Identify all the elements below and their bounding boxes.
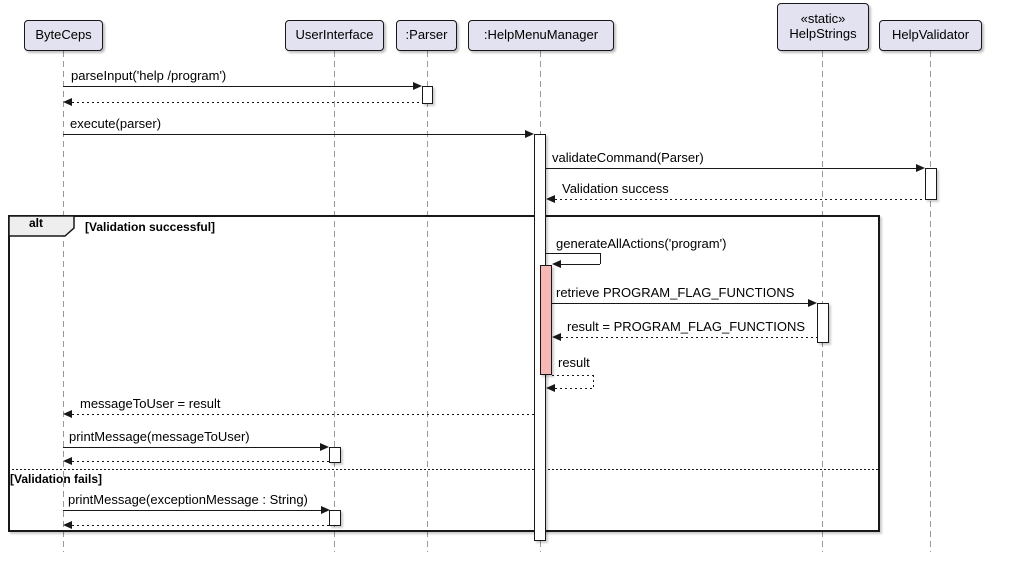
- message-line-result-assign: [561, 337, 817, 338]
- self-message-line: [555, 388, 593, 389]
- arrowhead-icon: [413, 82, 422, 90]
- arrowhead-icon: [916, 164, 925, 172]
- arrowhead-icon: [808, 299, 817, 307]
- lifeline-helpvalidator: [930, 51, 931, 552]
- message-label-printmessage-1: printMessage(messageToUser): [69, 429, 250, 444]
- alt-divider: [8, 469, 880, 470]
- activation-helpstrings: [817, 303, 829, 343]
- message-line-return-parser: [72, 102, 422, 103]
- participant-label: UserInterface: [295, 27, 374, 43]
- message-label-printmessage-2: printMessage(exceptionMessage : String): [68, 492, 308, 507]
- arrowhead-icon: [63, 98, 72, 106]
- participant-label: HelpStrings: [789, 26, 857, 41]
- participant-label: :Parser: [405, 27, 448, 43]
- lifeline-userinterface: [334, 51, 335, 552]
- participant-parser: :Parser: [396, 20, 457, 51]
- message-label-execute: execute(parser): [70, 116, 162, 131]
- message-line-printmessage-2: [63, 510, 321, 511]
- message-label-result-assign: result = PROGRAM_FLAG_FUNCTIONS: [567, 319, 806, 334]
- participant-label: :HelpMenuManager: [483, 27, 599, 43]
- activation-helpmenumanager-nested: [540, 265, 552, 375]
- arrowhead-icon: [552, 260, 561, 268]
- participant-byteceps: ByteCeps: [24, 20, 103, 51]
- message-label-validatecommand: validateCommand(Parser): [552, 150, 704, 165]
- arrowhead-icon: [63, 410, 72, 418]
- alt-guard-success: [Validation successful]: [85, 220, 216, 234]
- message-line-messagetouser: [72, 414, 534, 415]
- message-label-result: result: [558, 355, 590, 370]
- arrowhead-icon: [546, 384, 555, 392]
- lifeline-byteceps: [63, 51, 64, 552]
- message-line-validatecommand: [546, 168, 916, 169]
- alt-operator-pentagon: [8, 215, 75, 237]
- arrowhead-icon: [525, 130, 534, 138]
- message-label-validation-success: Validation success: [562, 181, 669, 196]
- alt-fragment: [8, 215, 880, 532]
- participant-userinterface: UserInterface: [285, 20, 384, 51]
- activation-userinterface-2: [329, 510, 341, 526]
- message-line-return-ui-2: [72, 525, 330, 526]
- participant-label: ByteCeps: [35, 27, 92, 43]
- message-line-printmessage-1: [63, 447, 320, 448]
- participant-helpmenumanager: :HelpMenuManager: [468, 20, 614, 51]
- participant-helpvalidator: HelpValidator: [879, 20, 982, 51]
- arrowhead-icon: [320, 443, 329, 451]
- self-message-line: [561, 264, 600, 265]
- message-line-parseinput: [63, 86, 413, 87]
- lifeline-helpstrings: [822, 51, 823, 552]
- participant-label: HelpValidator: [891, 27, 970, 43]
- self-message-line: [546, 253, 600, 254]
- message-line-validation-success: [555, 199, 925, 200]
- self-message-line: [600, 253, 601, 264]
- message-label-messagetouser: messageToUser = result: [80, 396, 221, 411]
- arrowhead-icon: [321, 506, 330, 514]
- message-label-parseinput: parseInput('help /program'): [71, 68, 227, 83]
- message-line-retrieve: [552, 303, 808, 304]
- arrowhead-icon: [552, 333, 561, 341]
- message-line-execute: [63, 134, 525, 135]
- message-label-generateallactions: generateAllActions('program'): [556, 236, 727, 251]
- participant-helpstrings: «static» HelpStrings: [777, 3, 869, 51]
- activation-helpvalidator: [925, 168, 937, 200]
- self-message-line: [552, 375, 593, 376]
- alt-operator-label: alt: [28, 216, 43, 230]
- self-message-line: [593, 375, 594, 388]
- participant-stereotype: «static»: [800, 11, 846, 27]
- activation-parser: [422, 86, 433, 104]
- arrowhead-icon: [546, 195, 555, 203]
- message-label-retrieve: retrieve PROGRAM_FLAG_FUNCTIONS: [556, 285, 795, 300]
- lifeline-parser: [427, 51, 428, 552]
- message-line-return-ui-1: [72, 461, 329, 462]
- arrowhead-icon: [63, 521, 72, 529]
- activation-userinterface-1: [329, 447, 341, 463]
- arrowhead-icon: [63, 457, 72, 465]
- alt-guard-fails: [Validation fails]: [10, 472, 103, 486]
